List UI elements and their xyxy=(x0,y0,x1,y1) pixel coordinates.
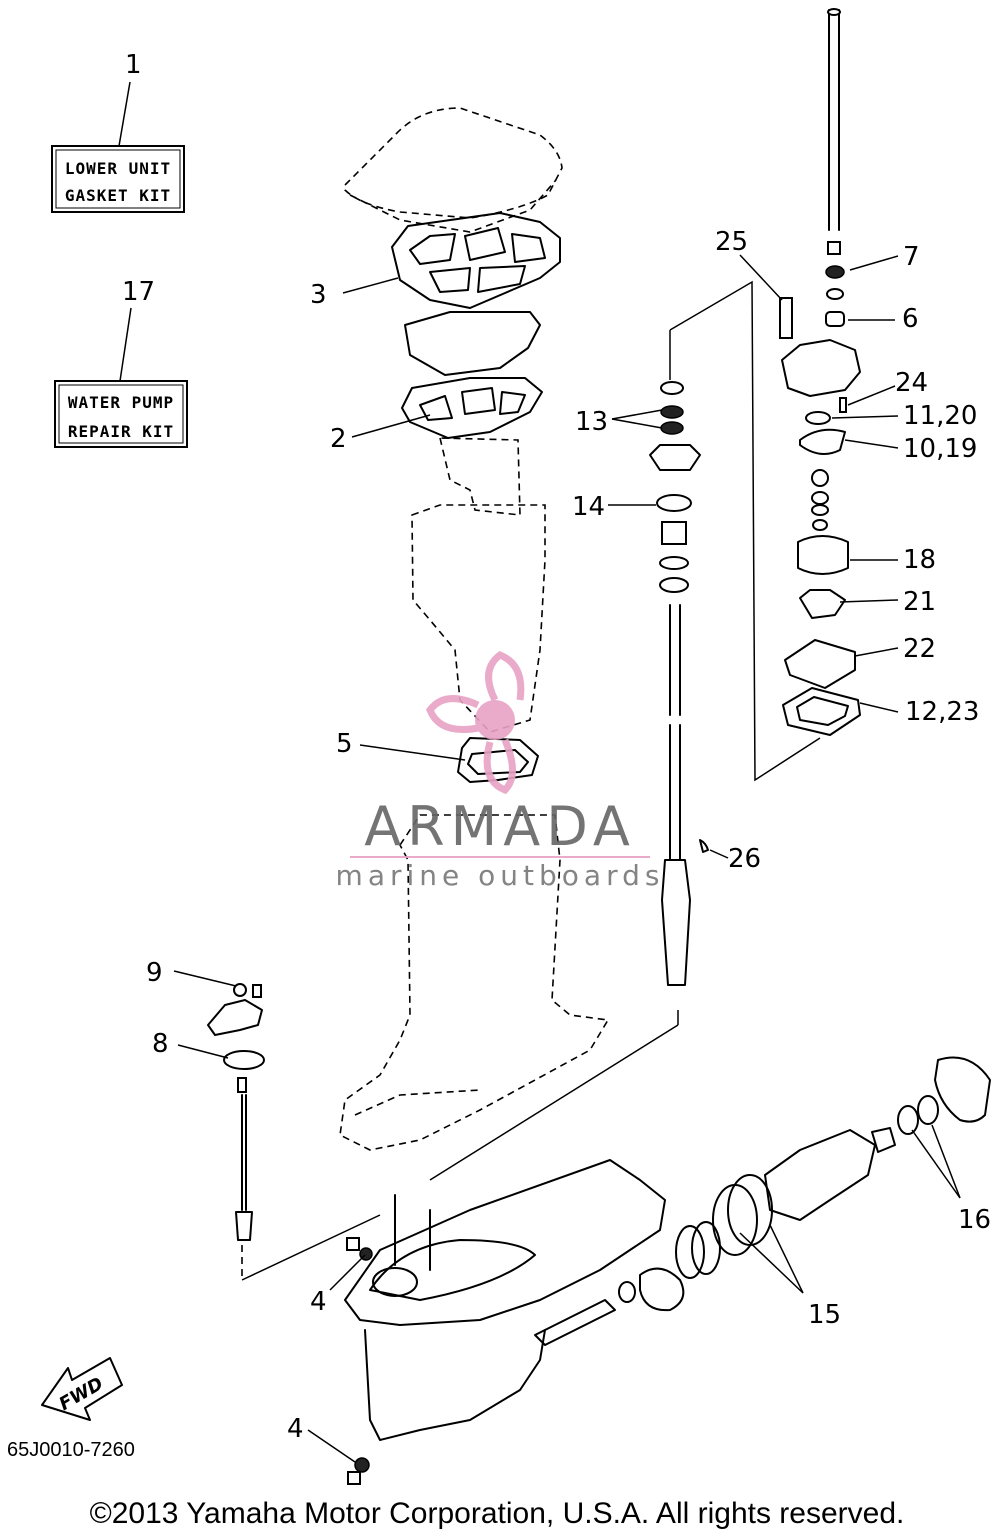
armada-watermark: ARMADA marine outboards xyxy=(336,651,665,892)
callout-13: 13 xyxy=(575,407,608,437)
gasket-2 xyxy=(401,377,543,439)
water-pump-repair-kit: 17 WATER PUMP REPAIR KIT xyxy=(54,277,188,448)
kit-label-line2: GASKET KIT xyxy=(65,186,171,205)
callout-12-23: 12,23 xyxy=(905,697,979,727)
kit-label-line1: WATER PUMP xyxy=(68,393,174,412)
callout-26: 26 xyxy=(728,844,761,874)
callout-4-lower: 4 xyxy=(287,1414,304,1444)
plug-upper xyxy=(346,1237,360,1251)
fwd-arrow-icon: FWD xyxy=(41,1357,123,1421)
propeller-shaft-assembly xyxy=(534,1056,991,1346)
propeller-logo xyxy=(426,651,525,795)
callout-15: 15 xyxy=(808,1300,841,1330)
callout-10-19: 10,19 xyxy=(903,434,977,464)
callout-16: 16 xyxy=(958,1205,991,1235)
callout-8: 8 xyxy=(152,1029,169,1059)
callout-18: 18 xyxy=(903,545,936,575)
callout-5: 5 xyxy=(336,729,353,759)
callout-6: 6 xyxy=(902,304,919,334)
callout-25: 25 xyxy=(715,227,748,257)
assembly-bracket xyxy=(669,280,821,782)
fwd-label: FWD xyxy=(56,1373,107,1415)
callout-2: 2 xyxy=(330,424,347,454)
gasket-3 xyxy=(391,212,561,309)
callouts: 3 2 5 9 8 4 4 13 14 25 7 6 24 11,20 10,1… xyxy=(146,227,991,1444)
upper-casing xyxy=(339,437,610,1151)
callout-17: 17 xyxy=(122,277,155,307)
kit-label-line1: LOWER UNIT xyxy=(65,159,171,178)
callout-3: 3 xyxy=(310,280,327,310)
lower-unit-gasket-kit: 1 LOWER UNIT GASKET KIT xyxy=(51,50,185,213)
callout-9: 9 xyxy=(146,958,163,988)
drive-shaft-assembly xyxy=(429,330,709,1181)
watermark-subtitle: marine outboards xyxy=(336,859,665,892)
callout-21: 21 xyxy=(903,587,936,617)
diagram-code: 65J0010-7260 xyxy=(7,1439,135,1461)
plug-lower xyxy=(354,1457,370,1473)
top-cover xyxy=(344,107,563,233)
gasket-5 xyxy=(457,737,539,783)
callout-14: 14 xyxy=(572,492,605,522)
callout-11-20: 11,20 xyxy=(903,401,977,431)
plate xyxy=(404,311,541,376)
lower-casing xyxy=(344,1159,666,1441)
leader-lines xyxy=(173,254,961,1463)
water-pump-stack xyxy=(779,8,861,736)
callout-7: 7 xyxy=(903,242,920,272)
callout-1: 1 xyxy=(125,50,142,80)
kit-label-line2: REPAIR KIT xyxy=(68,422,174,441)
watermark-title: ARMADA xyxy=(364,795,636,858)
callout-4-upper: 4 xyxy=(310,1287,327,1317)
copyright-notice: ©2013 Yamaha Motor Corporation, U.S.A. A… xyxy=(90,1497,905,1530)
callout-22: 22 xyxy=(903,634,936,664)
callout-24: 24 xyxy=(895,368,928,398)
water-inlet-assembly xyxy=(207,983,381,1281)
